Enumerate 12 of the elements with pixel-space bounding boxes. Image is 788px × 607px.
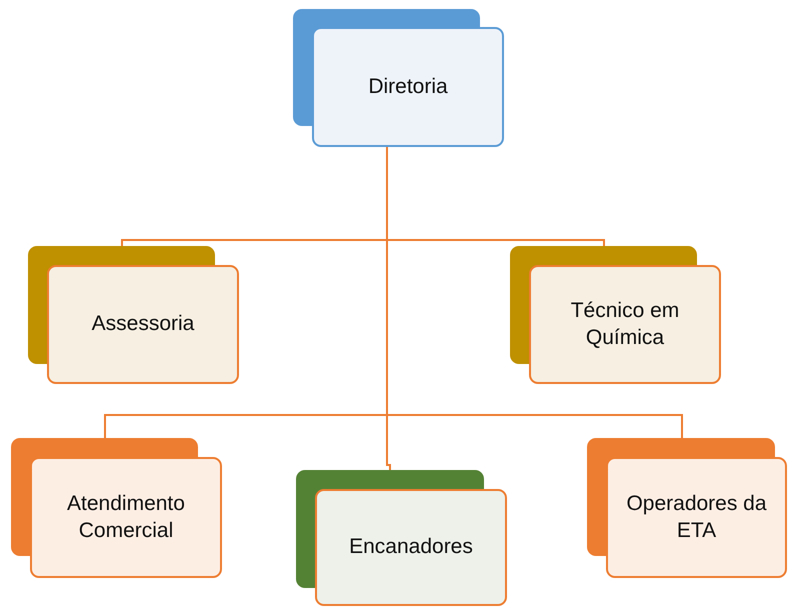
position-card xyxy=(11,438,222,578)
position-card xyxy=(587,438,787,578)
position-card xyxy=(510,246,721,384)
position-card xyxy=(296,470,507,606)
position-label: Técnico em Química xyxy=(570,298,680,350)
position-label: Operadores da ETA xyxy=(625,491,768,544)
position-label: Encanadores xyxy=(349,534,473,560)
position-card xyxy=(28,246,239,384)
position-card xyxy=(293,9,504,147)
position-label: Atendimento Comercial xyxy=(66,491,186,544)
position-label: Diretoria xyxy=(368,74,448,100)
position-label: Assessoria xyxy=(92,311,194,338)
